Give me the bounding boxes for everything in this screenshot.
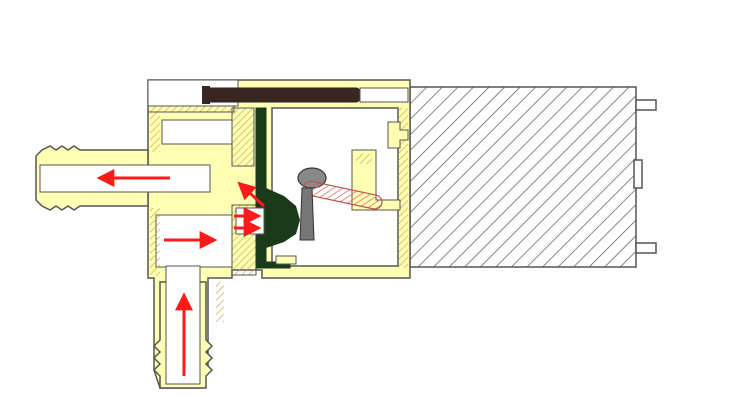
cam-holder-hatch xyxy=(356,154,372,164)
eccentric-rod xyxy=(302,180,383,210)
cam-rod xyxy=(297,167,383,241)
motor-body xyxy=(409,86,637,268)
tie-rod xyxy=(202,86,409,104)
diaphragm-membrane xyxy=(260,188,300,248)
tie-rod-slot xyxy=(359,87,409,103)
wall-hatch-5 xyxy=(216,282,224,322)
rod-stem xyxy=(299,187,315,241)
flow-arrow-up-left-from-valve xyxy=(237,181,266,208)
motor-terminal-top xyxy=(635,99,657,111)
wall-hatch-2 xyxy=(231,107,255,167)
diaphragm-chamber xyxy=(235,107,409,269)
bracket xyxy=(387,121,409,149)
flow-arrows xyxy=(96,169,266,376)
wall-hatch-3 xyxy=(150,208,160,276)
motor xyxy=(409,86,657,268)
valve-piston xyxy=(235,207,265,235)
motor-terminal-bottom xyxy=(635,242,657,254)
motor-side-bump xyxy=(633,159,643,189)
chamber-tab-bottom xyxy=(275,255,297,265)
chamber-wall-hatch xyxy=(398,108,408,268)
wall-hatch-1 xyxy=(150,112,160,152)
tie-rod-cap xyxy=(202,86,210,104)
tie-rod-shaft xyxy=(203,87,361,103)
upper-pocket xyxy=(161,119,233,145)
